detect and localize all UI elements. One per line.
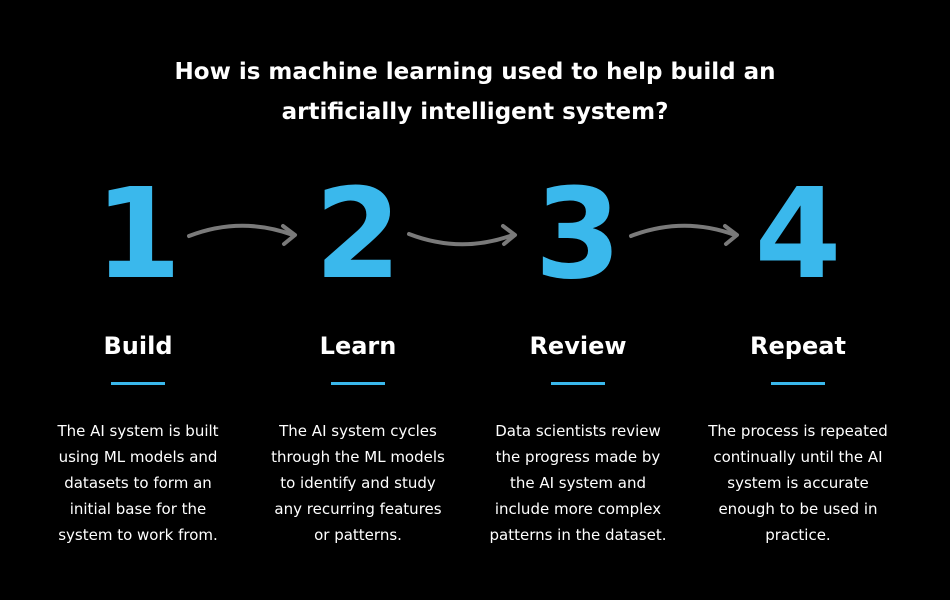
step-description: Data scientists review the progress made…	[483, 418, 673, 548]
title-line-2: artificially intelligent system?	[281, 99, 669, 125]
description-line: system to work from.	[58, 526, 218, 544]
description-line: system is accurate	[727, 474, 869, 492]
step-description: The AI system cycles through the ML mode…	[263, 418, 453, 548]
step-description: The process is repeated continually unti…	[703, 418, 893, 548]
step-name: Repeat	[750, 332, 846, 360]
description-line: Data scientists review	[495, 422, 661, 440]
curved-arrow-right-icon	[187, 223, 297, 246]
description-line: datasets to form an	[64, 474, 212, 492]
curved-arrow-right-icon	[407, 224, 517, 247]
step-name: Learn	[319, 332, 397, 360]
step-number: 4	[754, 162, 842, 307]
step-underline	[111, 382, 165, 385]
description-line: to identify and study	[280, 474, 436, 492]
description-line: The AI system is built	[57, 422, 219, 440]
step-repeat: 4 Repeat The process is repeated continu…	[693, 170, 903, 548]
description-line: using ML models and	[58, 448, 218, 466]
step-name: Build	[103, 332, 173, 360]
step-underline	[551, 382, 605, 385]
step-underline	[771, 382, 825, 385]
step-build: 1 Build The AI system is built using ML …	[33, 170, 243, 548]
description-line: patterns in the dataset.	[489, 526, 667, 544]
step-description: The AI system is built using ML models a…	[43, 418, 233, 548]
description-line: any recurring features	[274, 500, 442, 518]
description-line: enough to be used in	[718, 500, 878, 518]
step-number: 1	[94, 162, 182, 307]
step-number: 2	[314, 162, 402, 307]
step-learn: 2 Learn The AI system cycles through the…	[253, 170, 463, 548]
step-review: 3 Review Data scientists review the prog…	[473, 170, 683, 548]
description-line: the AI system and	[509, 474, 647, 492]
description-line: continually until the AI	[713, 448, 883, 466]
description-line: through the ML models	[271, 448, 445, 466]
curved-arrow-right-icon	[629, 223, 739, 246]
description-line: initial base for the	[69, 500, 207, 518]
step-number: 3	[534, 162, 622, 307]
diagram-title: How is machine learning used to help bui…	[0, 52, 950, 132]
title-line-1: How is machine learning used to help bui…	[174, 59, 776, 85]
description-line: The process is repeated	[708, 422, 888, 440]
description-line: practice.	[765, 526, 831, 544]
step-underline	[331, 382, 385, 385]
step-name: Review	[529, 332, 627, 360]
description-line: the progress made by	[495, 448, 661, 466]
description-line: The AI system cycles	[279, 422, 437, 440]
description-line: include more complex	[494, 500, 662, 518]
description-line: or patterns.	[314, 526, 402, 544]
